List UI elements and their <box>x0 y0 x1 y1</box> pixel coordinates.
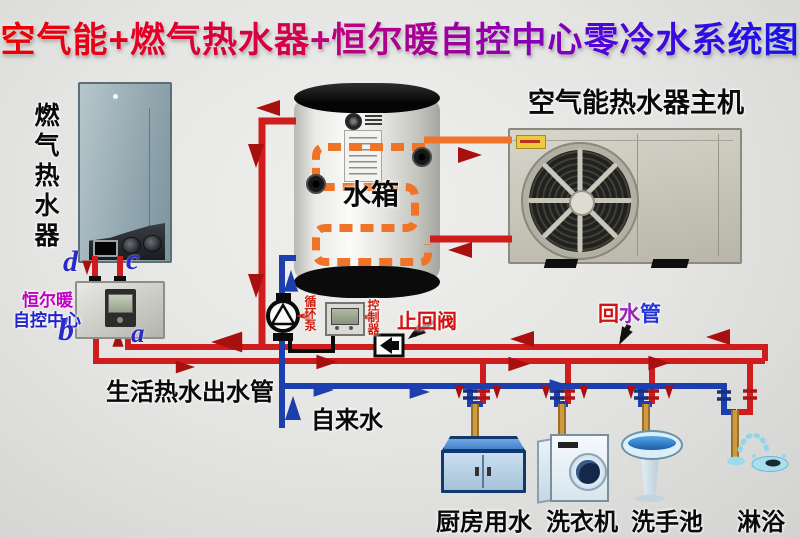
basin-bowl <box>621 430 683 460</box>
label-pointer-arrows <box>404 318 633 348</box>
gas-heater-highlight <box>113 94 118 99</box>
heat-pump-panel-seam <box>718 134 719 256</box>
circulation-pump-label: 循环泵 <box>303 295 317 331</box>
port-label-d: d <box>63 245 78 278</box>
hot-water-pipes <box>92 117 768 415</box>
port-label-b: b <box>58 311 74 347</box>
fan-hub <box>569 190 595 216</box>
control-center-button <box>117 317 123 323</box>
basin-pedestal <box>640 454 660 498</box>
fixture-label-washer: 洗衣机 <box>546 509 618 536</box>
cabinet-top-face <box>441 436 526 452</box>
heat-pump-panel-seam <box>513 140 733 141</box>
return-pipe-char-blue: 管 <box>640 303 661 326</box>
tank-label: 水箱 <box>343 179 400 210</box>
cabinet-handle <box>487 467 491 476</box>
tank-coil-ports <box>306 147 432 194</box>
cabinet-door-divider <box>482 455 484 488</box>
washer-control-slot <box>558 442 578 448</box>
return-pipe-char-purple: 水 <box>619 303 640 326</box>
gas-heater-knob <box>122 237 141 254</box>
pipe-union-fittings <box>463 389 757 401</box>
basin-water <box>628 436 676 450</box>
tank-logo-text <box>365 115 382 125</box>
wash-basin-icon <box>621 430 683 502</box>
title-part-red: 空气能+燃气热水器 <box>0 21 310 60</box>
washer-front <box>550 434 609 502</box>
washer-door <box>569 453 607 491</box>
heat-pump-warning-sticker <box>516 135 546 149</box>
washer-door-glass <box>576 460 600 484</box>
title-part-purple: +恒尔暖自控中心 <box>309 21 584 60</box>
control-center-screen <box>108 294 133 313</box>
fixture-label-basin: 洗手池 <box>631 509 703 536</box>
hot-flow-arrows <box>82 100 730 399</box>
water-tank-top-cap <box>294 83 440 113</box>
check-valve <box>373 333 405 358</box>
port-label-a: a <box>131 318 145 348</box>
washing-machine-icon <box>537 434 609 504</box>
wire-controller-box <box>325 302 365 336</box>
return-pipe-char-red: 回 <box>598 303 619 326</box>
title-part-blue: 零冷水系统图 <box>583 21 800 60</box>
gas-heater-seam <box>149 108 150 230</box>
hot-water-outlet-label: 生活热水出水管 <box>106 379 274 406</box>
diagram-title: 空气能+燃气热水器+恒尔暖自控中心零冷水系统图 <box>0 12 800 63</box>
cabinet-handle <box>475 467 479 476</box>
heat-pump-unit <box>508 128 742 264</box>
control-center-name-label: 自控中心 <box>13 311 81 330</box>
gas-heater-knob <box>143 235 162 252</box>
tank-spec-sticker <box>344 130 382 182</box>
cabinet-front <box>441 450 526 493</box>
control-center-display-module <box>105 289 136 327</box>
pump-controller-wire <box>288 334 335 353</box>
tap-water-label: 自来水 <box>311 407 383 434</box>
basin-base <box>635 495 665 502</box>
wire-controller-screen <box>331 308 359 325</box>
circulation-pump <box>266 293 300 341</box>
tank-logo <box>345 113 362 130</box>
wire-controller-label: 控制器 <box>366 299 380 335</box>
heat-pump-label: 空气能热水器主机 <box>528 88 744 118</box>
gas-heater-display <box>93 240 118 257</box>
gas-heater-label: 燃气热水器 <box>31 102 59 252</box>
gas-water-heater <box>78 82 172 263</box>
heat-pump-sticker-text <box>520 140 540 143</box>
wire-controller-button <box>349 326 353 330</box>
fixture-label-shower: 淋浴 <box>737 509 785 536</box>
control-center-box <box>75 281 165 339</box>
return-pipe-label: 回水管 <box>598 298 661 328</box>
port-label-c: c <box>126 243 140 276</box>
shower-water <box>727 432 789 472</box>
check-valve-label: 止回阀 <box>397 311 457 333</box>
control-center-brand-label: 恒尔暖 <box>22 291 73 310</box>
fixture-label-kitchen: 厨房用水 <box>436 509 532 536</box>
wire-controller-button <box>335 326 339 330</box>
water-tank-bottom-cap <box>294 266 440 298</box>
kitchen-cabinet-icon <box>441 436 526 493</box>
